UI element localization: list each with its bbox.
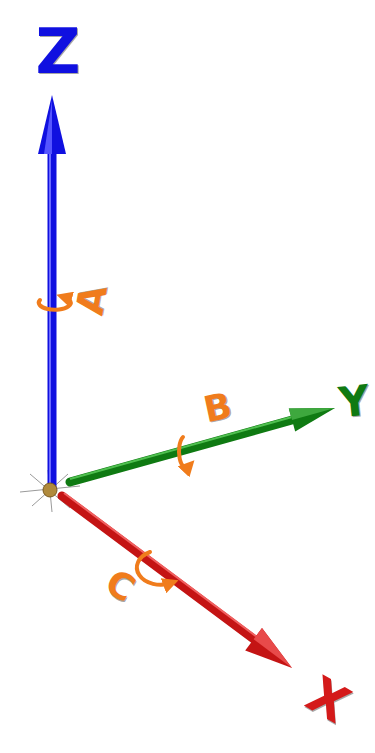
rotation-label: A xyxy=(71,282,114,318)
axis-label: Z xyxy=(36,21,81,83)
axis-label: Y xyxy=(337,380,372,425)
rotation-label: C xyxy=(100,564,141,608)
y-axis xyxy=(70,408,335,482)
z-axis xyxy=(38,95,66,488)
x-axis xyxy=(62,493,292,668)
origin-dot xyxy=(43,483,57,497)
rotation-label: B xyxy=(201,388,235,429)
rotation-arrows xyxy=(39,297,189,585)
axis-label: X xyxy=(299,669,357,732)
